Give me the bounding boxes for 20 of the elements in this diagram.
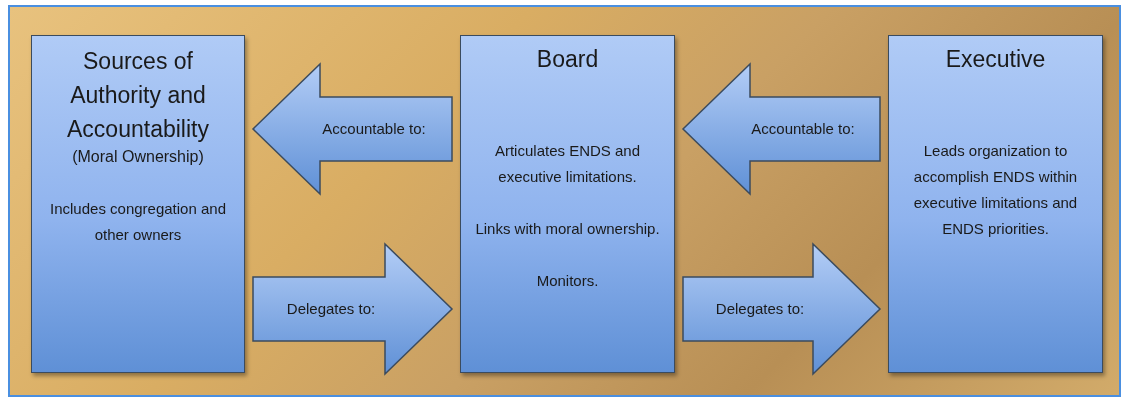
edge-label: Accountable to: — [751, 118, 855, 139]
block-arrow — [681, 62, 881, 196]
edge-label: Delegates to: — [715, 298, 805, 319]
box-text: (Moral Ownership) — [72, 147, 204, 167]
box-text: Links with moral ownership. — [474, 219, 661, 239]
block-arrow — [682, 242, 882, 376]
text-box — [460, 35, 675, 373]
text-box — [888, 35, 1103, 373]
box-title: Sources of Authority and Accountability — [66, 47, 210, 144]
block-arrow — [251, 62, 453, 196]
box-text: Leads organization to accomplish ENDS within executive limitations and ENDS priorities. — [912, 141, 1079, 239]
edge-label: Accountable to: — [322, 118, 426, 139]
text-box — [31, 35, 245, 373]
box-text: Articulates ENDS and executive limitations. — [493, 141, 642, 187]
box-title: Board — [536, 45, 599, 74]
block-arrow — [252, 242, 454, 376]
box-text: Monitors. — [535, 271, 600, 291]
box-text: Includes congregation and other owners — [49, 199, 227, 245]
edge-label: Delegates to: — [286, 298, 376, 319]
box-title: Executive — [945, 45, 1046, 74]
